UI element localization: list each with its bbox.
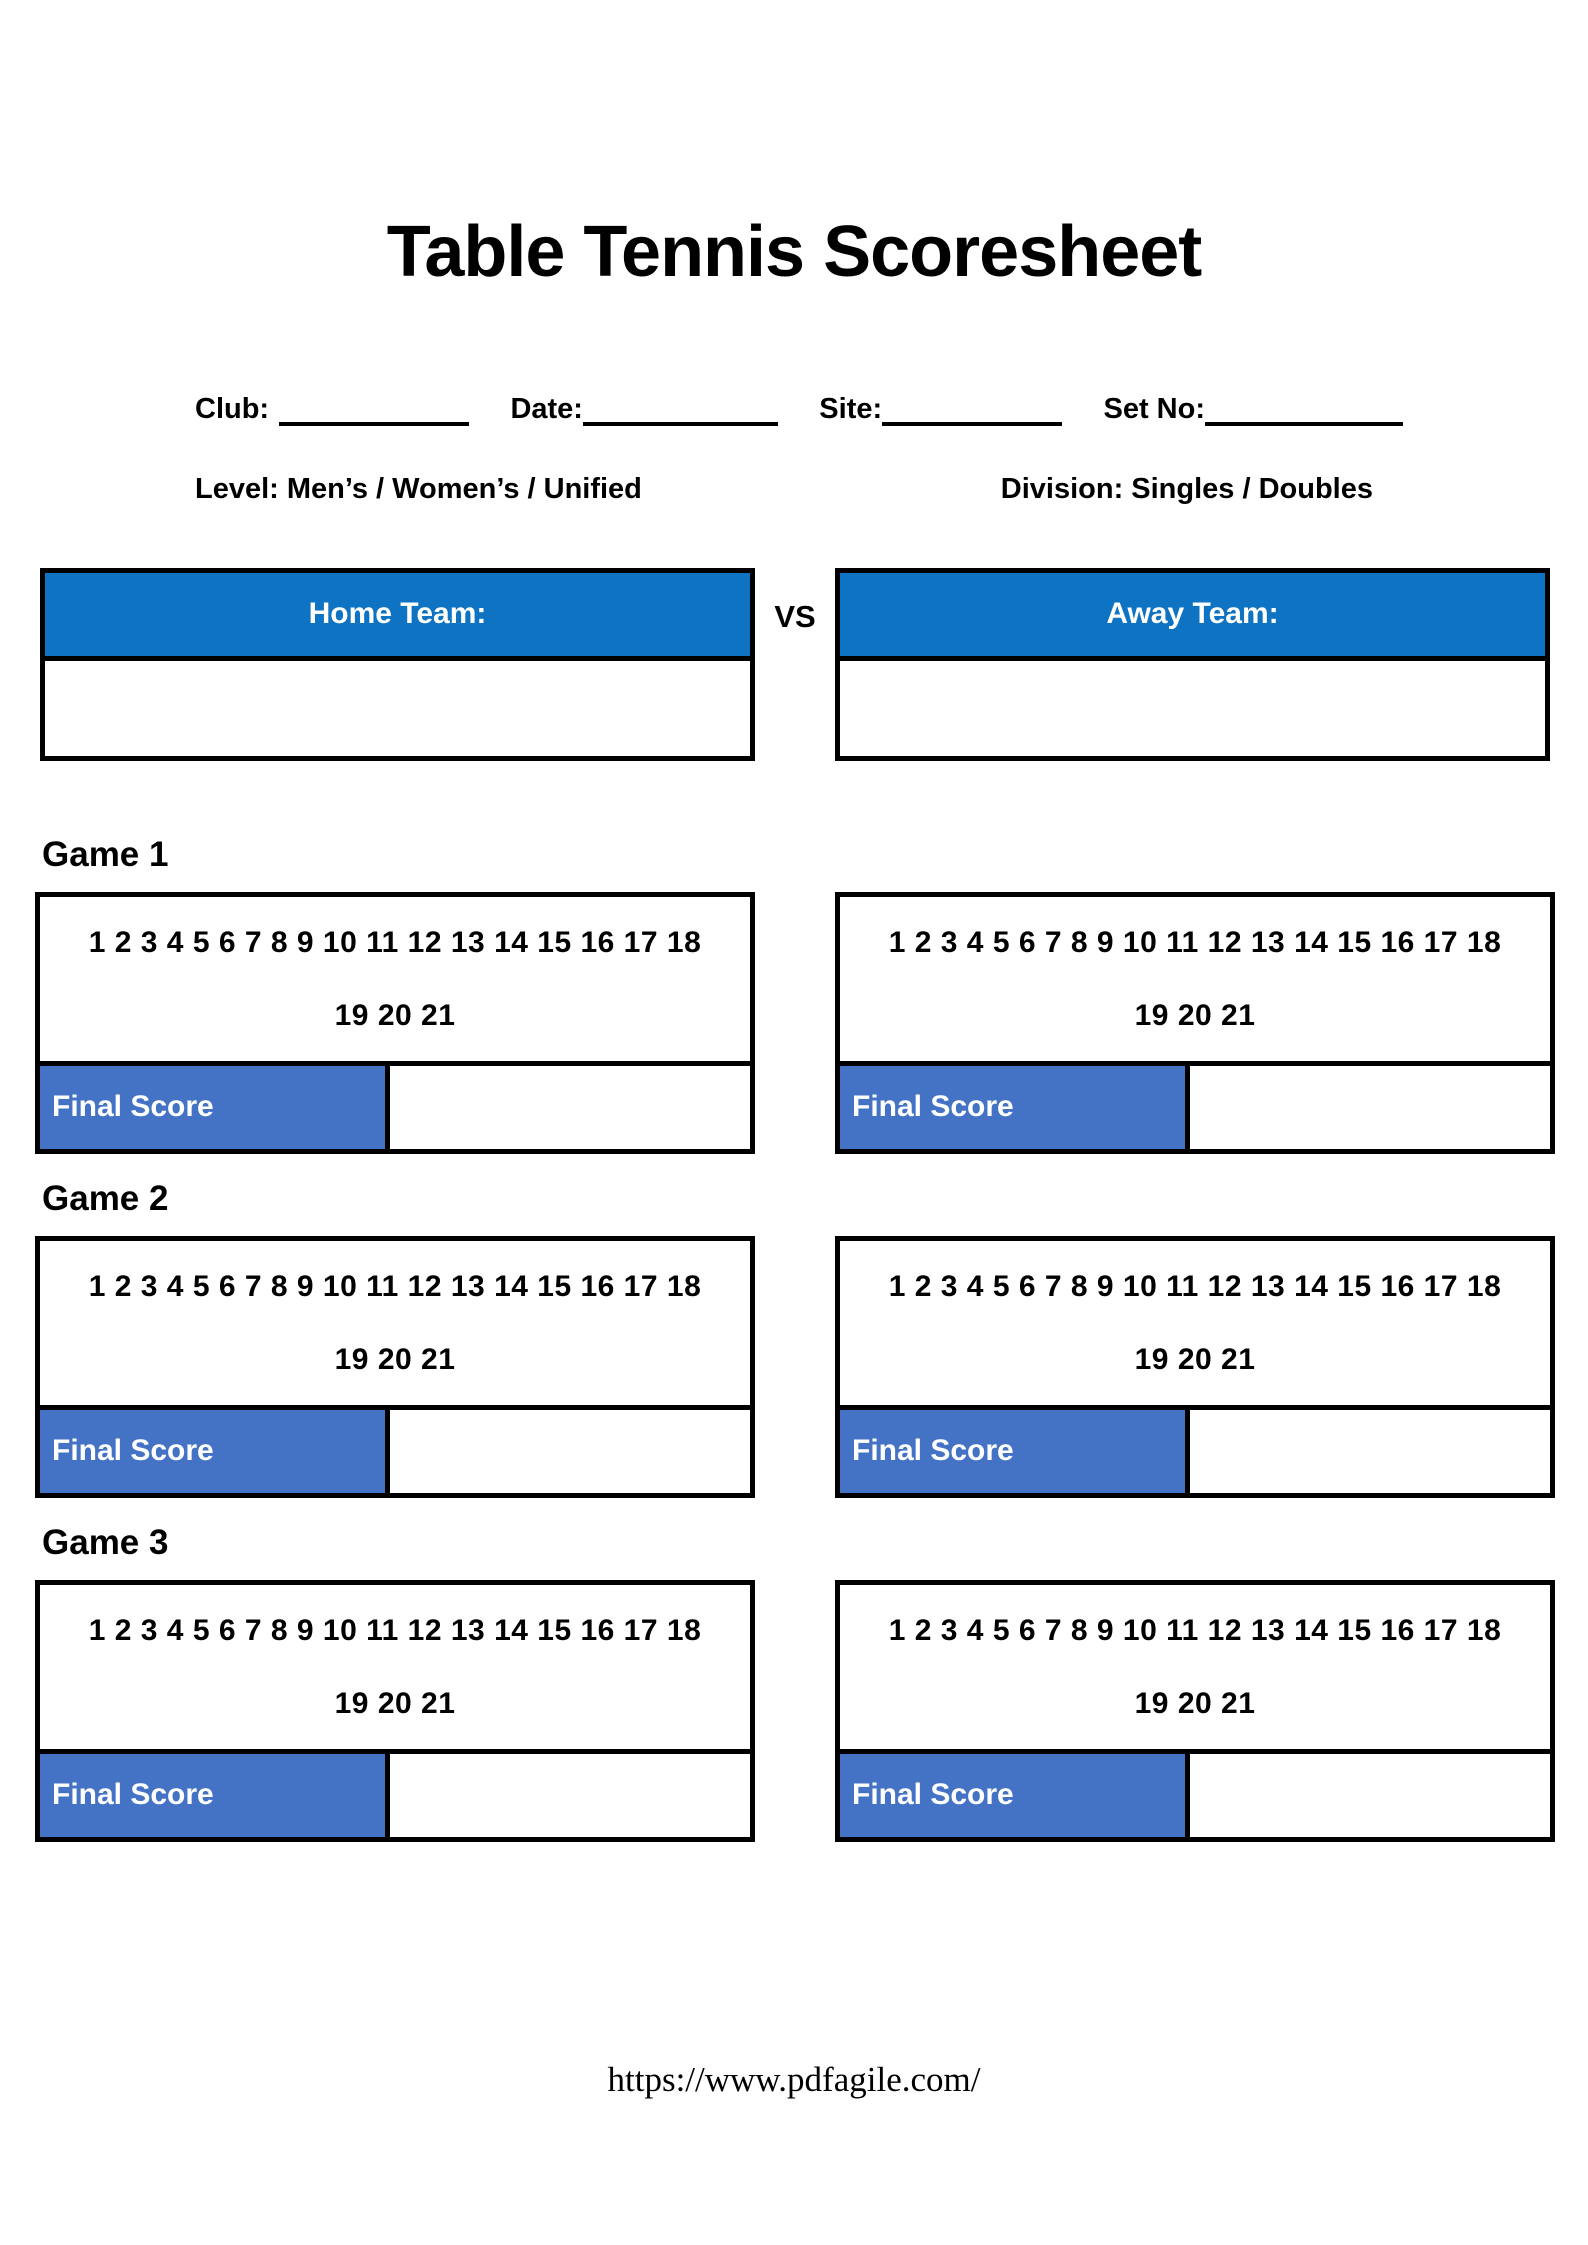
final-score-label: Final Score: [840, 1409, 1190, 1493]
game-3-away-table: 1 2 3 4 5 6 7 8 9 10 11 12 13 14 15 16 1…: [835, 1579, 1555, 1842]
game-2-away-points-cell[interactable]: 1 2 3 4 5 6 7 8 9 10 11 12 13 14 15 16 1…: [840, 1241, 1550, 1405]
points-line-1: 1 2 3 4 5 6 7 8 9 10 11 12 13 14 15 16 1…: [888, 1613, 1502, 1647]
points-line-1: 1 2 3 4 5 6 7 8 9 10 11 12 13 14 15 16 1…: [888, 1269, 1502, 1303]
points-line-2: 19 20 21: [334, 1686, 456, 1720]
home-team-name-cell[interactable]: [45, 660, 750, 756]
game-1-home-table: 1 2 3 4 5 6 7 8 9 10 11 12 13 14 15 16 1…: [35, 891, 755, 1154]
club-field: Club:: [195, 392, 470, 426]
game-3-home-final-score-cell[interactable]: [390, 1753, 750, 1837]
away-team-header: Away Team:: [840, 572, 1545, 661]
points-line-2: 19 20 21: [1134, 998, 1256, 1032]
game-2-home-final-score-cell[interactable]: [390, 1409, 750, 1493]
game-3-label: Game 3: [42, 1522, 169, 1562]
site-field: Site:: [819, 392, 1063, 426]
site-blank-line[interactable]: [882, 396, 1063, 426]
game-2-home-points-cell[interactable]: 1 2 3 4 5 6 7 8 9 10 11 12 13 14 15 16 1…: [40, 1241, 750, 1405]
game-2-home-score-row: Final Score: [40, 1404, 750, 1493]
game-3-away-score-row: Final Score: [840, 1748, 1550, 1837]
points-line-2: 19 20 21: [334, 998, 456, 1032]
set-no-field: Set No:: [1103, 393, 1403, 426]
game-1-away-points-cell[interactable]: 1 2 3 4 5 6 7 8 9 10 11 12 13 14 15 16 1…: [840, 897, 1550, 1061]
game-1-row: 1 2 3 4 5 6 7 8 9 10 11 12 13 14 15 16 1…: [35, 891, 1588, 1154]
away-team-name-cell[interactable]: [840, 660, 1545, 756]
points-line-1: 1 2 3 4 5 6 7 8 9 10 11 12 13 14 15 16 1…: [88, 1613, 702, 1647]
set-no-label: Set No:: [1103, 392, 1205, 425]
away-team-table: Away Team:: [835, 567, 1550, 761]
final-score-label: Final Score: [840, 1065, 1190, 1149]
game-1-away-table: 1 2 3 4 5 6 7 8 9 10 11 12 13 14 15 16 1…: [835, 891, 1555, 1154]
points-line-2: 19 20 21: [1134, 1686, 1256, 1720]
game-2-away-score-row: Final Score: [840, 1404, 1550, 1493]
scoresheet-page: Table Tennis Scoresheet Club: Date: Site…: [0, 212, 1588, 2099]
points-line-1: 1 2 3 4 5 6 7 8 9 10 11 12 13 14 15 16 1…: [88, 1269, 702, 1303]
game-2-home-table: 1 2 3 4 5 6 7 8 9 10 11 12 13 14 15 16 1…: [35, 1235, 755, 1498]
club-blank-line[interactable]: [279, 396, 470, 426]
home-team-header: Home Team:: [45, 572, 750, 661]
game-3-away-points-cell[interactable]: 1 2 3 4 5 6 7 8 9 10 11 12 13 14 15 16 1…: [840, 1585, 1550, 1749]
final-score-label: Final Score: [40, 1065, 390, 1149]
game-3-home-score-row: Final Score: [40, 1748, 750, 1837]
game-1-away-final-score-cell[interactable]: [1190, 1065, 1550, 1149]
game-2-row: 1 2 3 4 5 6 7 8 9 10 11 12 13 14 15 16 1…: [35, 1235, 1588, 1498]
game-1-label: Game 1: [42, 834, 169, 874]
site-label: Site:: [819, 392, 883, 425]
points-line-1: 1 2 3 4 5 6 7 8 9 10 11 12 13 14 15 16 1…: [88, 925, 702, 959]
final-score-label: Final Score: [40, 1753, 390, 1837]
footer-url[interactable]: https://www.pdfagile.com/: [607, 2059, 981, 2099]
teams-row: Home Team: VS Away Team:: [40, 567, 1550, 761]
game-3-away-final-score-cell[interactable]: [1190, 1753, 1550, 1837]
page-title: Table Tennis Scoresheet: [386, 212, 1203, 292]
division-options-text: Division: Singles / Doubles: [1000, 472, 1373, 505]
game-1-home-score-row: Final Score: [40, 1060, 750, 1149]
game-3-row: 1 2 3 4 5 6 7 8 9 10 11 12 13 14 15 16 1…: [35, 1579, 1588, 1842]
meta-fields-row: Club: Date: Site: Set No:: [0, 393, 1588, 426]
game-2-label: Game 2: [42, 1178, 169, 1218]
date-blank-line[interactable]: [582, 396, 778, 426]
points-line-2: 19 20 21: [334, 1342, 456, 1376]
game-1-away-score-row: Final Score: [840, 1060, 1550, 1149]
date-label: Date:: [510, 392, 583, 425]
game-3-home-table: 1 2 3 4 5 6 7 8 9 10 11 12 13 14 15 16 1…: [35, 1579, 755, 1842]
game-3-home-points-cell[interactable]: 1 2 3 4 5 6 7 8 9 10 11 12 13 14 15 16 1…: [40, 1585, 750, 1749]
game-1-home-final-score-cell[interactable]: [390, 1065, 750, 1149]
club-label: Club:: [195, 392, 270, 425]
home-team-table: Home Team:: [40, 567, 755, 761]
meta-options-row: Level: Men’s / Women’s / Unified Divisio…: [0, 473, 1588, 506]
vs-label: VS: [774, 598, 816, 634]
level-options-text: Level: Men’s / Women’s / Unified: [195, 472, 642, 505]
points-line-1: 1 2 3 4 5 6 7 8 9 10 11 12 13 14 15 16 1…: [888, 925, 1502, 959]
final-score-label: Final Score: [840, 1753, 1190, 1837]
game-2-away-table: 1 2 3 4 5 6 7 8 9 10 11 12 13 14 15 16 1…: [835, 1235, 1555, 1498]
points-line-2: 19 20 21: [1134, 1342, 1256, 1376]
final-score-label: Final Score: [40, 1409, 390, 1493]
date-field: Date:: [510, 393, 778, 426]
game-1-home-points-cell[interactable]: 1 2 3 4 5 6 7 8 9 10 11 12 13 14 15 16 1…: [40, 897, 750, 1061]
set-no-blank-line[interactable]: [1204, 396, 1403, 426]
game-2-away-final-score-cell[interactable]: [1190, 1409, 1550, 1493]
